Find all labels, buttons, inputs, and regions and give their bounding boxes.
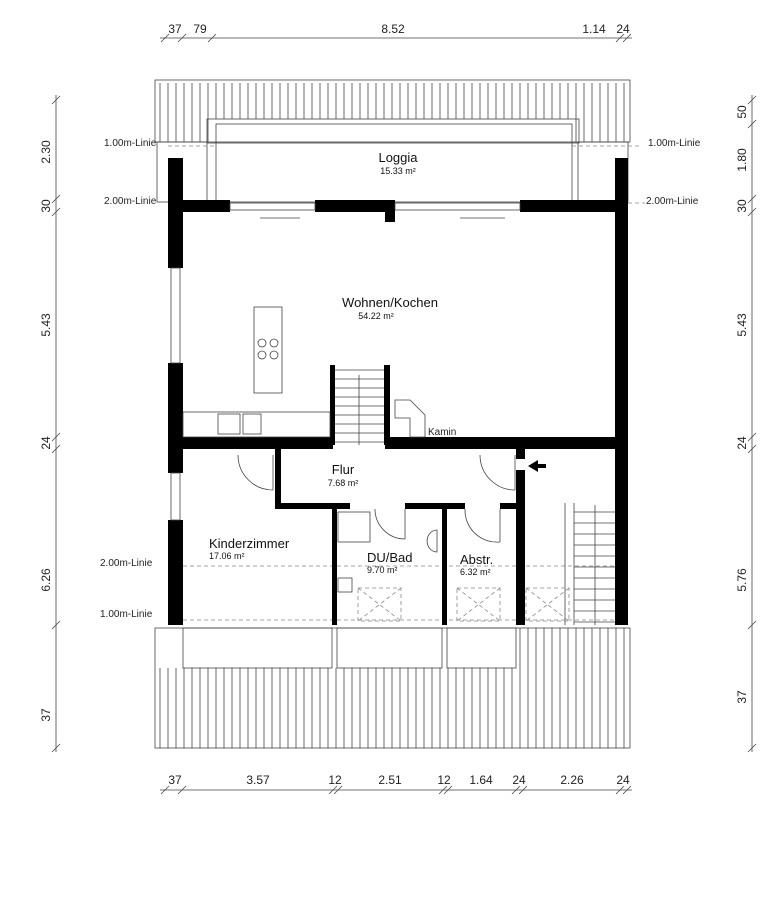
dimension-label: 37: [168, 22, 182, 36]
height-line-label: 1.00m-Linie: [104, 138, 157, 149]
room-area: 9.70 m²: [367, 565, 398, 575]
entrance-arrow-icon: [528, 460, 546, 472]
roof-bottom-hatching: [154, 627, 631, 749]
height-line-label: 2.00m-Linie: [100, 558, 153, 569]
room-area: 17.06 m²: [209, 551, 245, 561]
height-line-label: 1.00m-Linie: [648, 138, 701, 149]
roof-top-hatching: [154, 79, 631, 143]
stairs-down: [335, 369, 384, 445]
height-line-label: 2.00m-Linie: [646, 196, 699, 207]
height-lines: [168, 145, 645, 621]
stairs-up: [564, 503, 615, 625]
dimension-label: 8.52: [381, 22, 405, 36]
room-name: Wohnen/Kochen: [342, 295, 438, 310]
dimension-label: 24: [39, 436, 53, 450]
dimension-label: 79: [193, 22, 207, 36]
dimension-bottom: 37 3.57 12 2.51 12 1.64 24 2.26 24: [168, 773, 630, 787]
dimension-label: 12: [328, 773, 342, 787]
sliding-doors: [170, 202, 521, 521]
fireplace-label: Kamin: [428, 427, 456, 438]
dimension-label: 37: [735, 690, 749, 704]
dimension-label: 30: [39, 199, 53, 213]
dimension-label: 30: [735, 199, 749, 213]
doors: [237, 454, 516, 543]
dimension-label: 24: [616, 773, 630, 787]
dimension-label: 1.64: [469, 773, 493, 787]
room-labels: Loggia 15.33 m² Wohnen/Kochen 54.22 m² F…: [209, 150, 493, 577]
dimension-label: 5.43: [39, 313, 53, 337]
dimension-label: 3.57: [246, 773, 270, 787]
dimension-label: 50: [735, 105, 749, 119]
dimension-label: 2.30: [39, 140, 53, 164]
dimension-label: 2.51: [378, 773, 402, 787]
dimension-lines: [51, 33, 757, 795]
dimension-label: 24: [735, 436, 749, 450]
height-line-label: 1.00m-Linie: [100, 609, 153, 620]
dimension-label: 24: [512, 773, 526, 787]
kitchen-island: [253, 306, 283, 394]
dimension-label: 1.80: [735, 148, 749, 172]
dimension-label: 24: [616, 22, 630, 36]
room-name: Abstr.: [460, 552, 493, 567]
fireplace: [394, 399, 426, 438]
kitchen: [182, 306, 331, 438]
dimension-left: 2.30 30 5.43 24 6.26 37: [39, 140, 53, 722]
skylights: [357, 587, 570, 622]
room-name: DU/Bad: [367, 550, 413, 565]
room-name: Flur: [332, 462, 355, 477]
height-line-labels: 1.00m-Linie 2.00m-Linie 1.00m-Linie 2.00…: [100, 138, 701, 620]
dimension-label: 5.43: [735, 313, 749, 337]
dimension-label: 5.76: [735, 568, 749, 592]
room-name: Loggia: [378, 150, 418, 165]
dimension-label: 2.26: [560, 773, 584, 787]
dimension-label: 1.14: [582, 22, 606, 36]
bath-fixtures: [337, 511, 438, 593]
dimension-label: 37: [39, 708, 53, 722]
room-name: Kinderzimmer: [209, 536, 290, 551]
room-area: 7.68 m²: [328, 478, 359, 488]
height-line-label: 2.00m-Linie: [104, 196, 157, 207]
dimension-top: 37 79 8.52 1.14 24: [168, 22, 630, 36]
dimension-right: 50 1.80 30 5.43 24 5.76 37: [735, 105, 749, 704]
room-area: 15.33 m²: [380, 166, 416, 176]
room-area: 54.22 m²: [358, 311, 394, 321]
dimension-label: 6.26: [39, 568, 53, 592]
walls: [168, 158, 628, 625]
dimension-label: 37: [168, 773, 182, 787]
dimension-label: 12: [437, 773, 451, 787]
room-area: 6.32 m²: [460, 567, 491, 577]
